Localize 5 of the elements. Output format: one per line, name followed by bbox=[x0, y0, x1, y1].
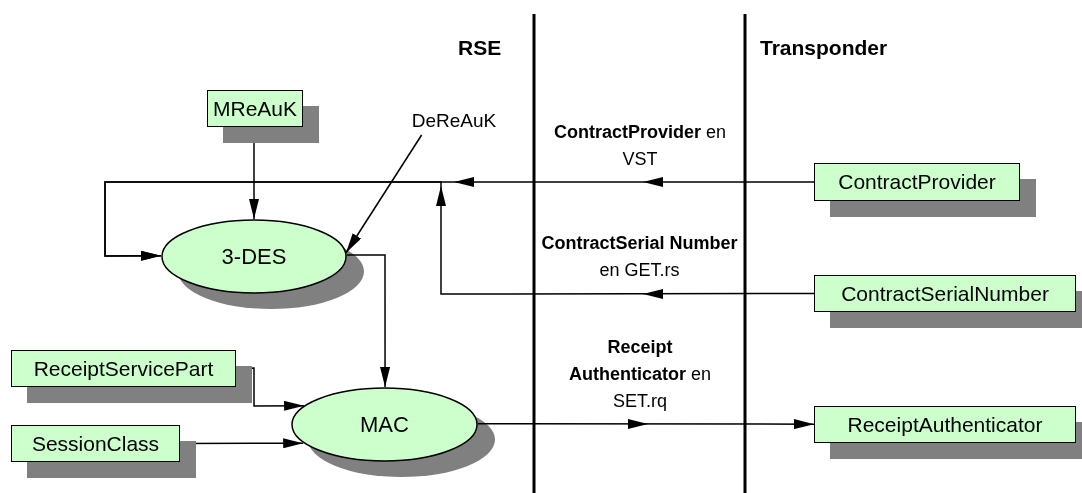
key-label: DeReAuK bbox=[400, 107, 508, 135]
process-ellipse: 3-DES bbox=[161, 219, 347, 294]
lane-heading: Transponder bbox=[760, 36, 888, 60]
lane-heading: RSE bbox=[458, 36, 502, 60]
process-ellipse: MAC bbox=[291, 387, 478, 462]
